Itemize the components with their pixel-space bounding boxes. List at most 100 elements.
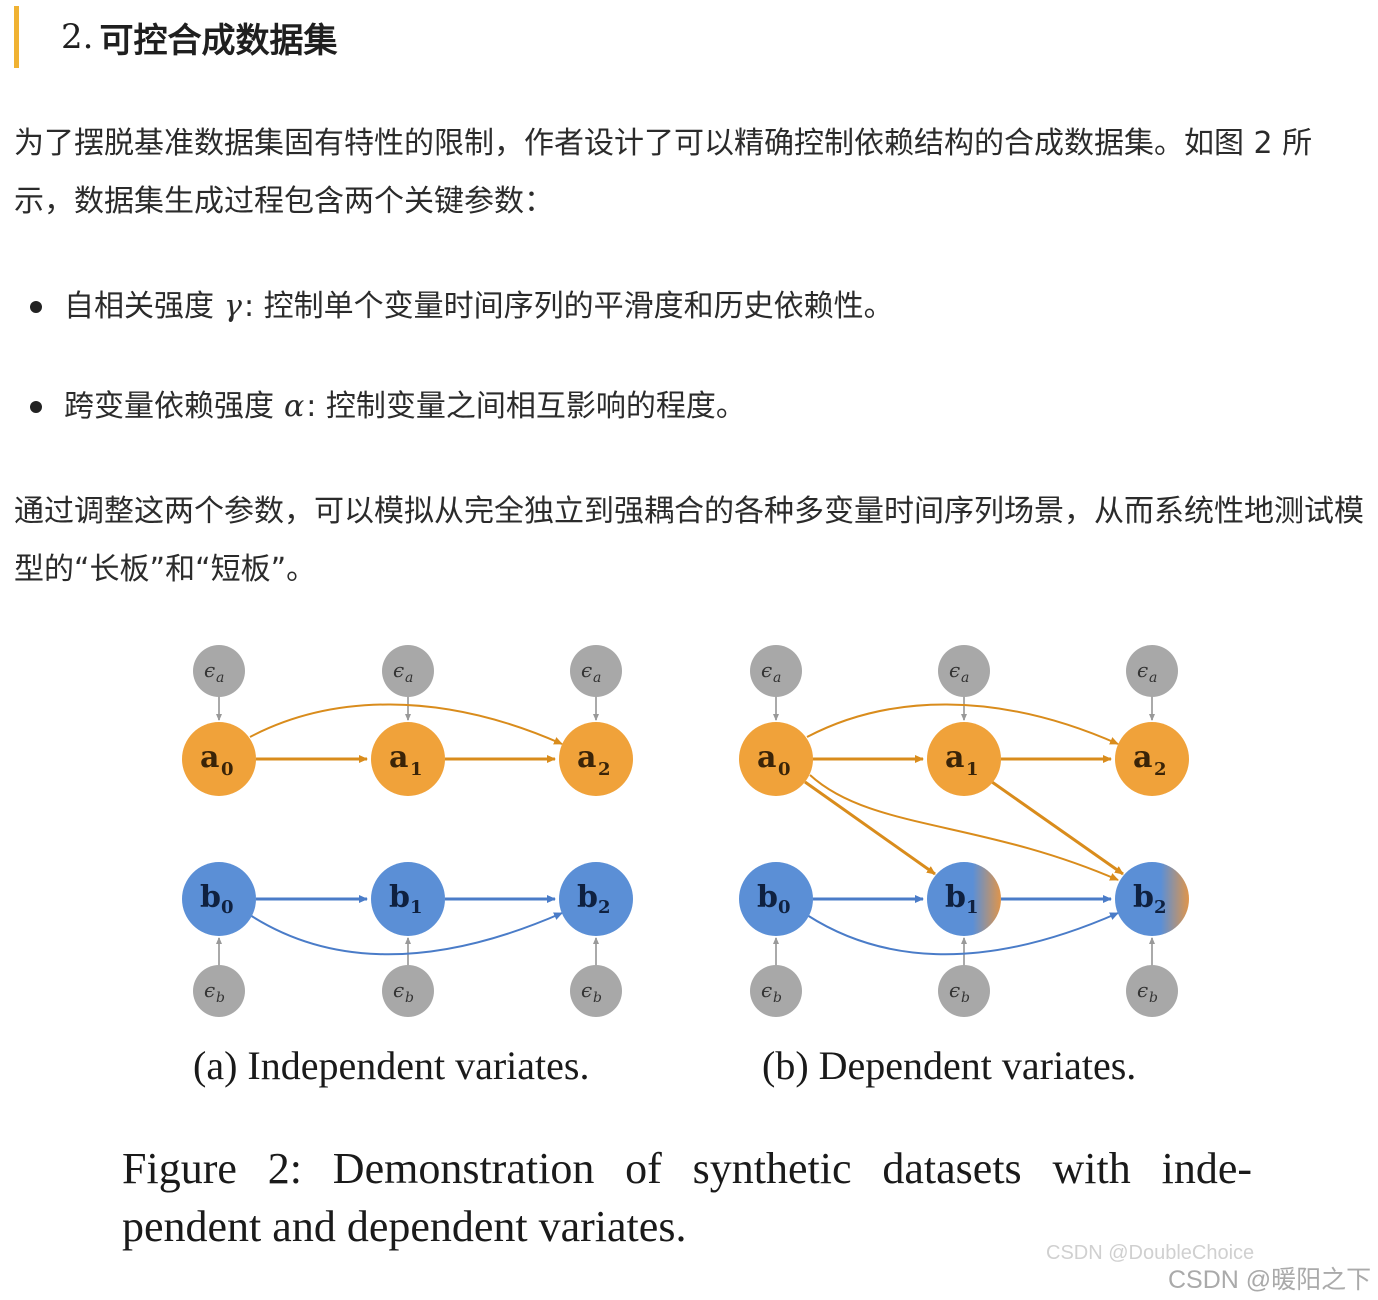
noise-node: ϵ b bbox=[382, 965, 434, 1017]
node-a2: a 2 bbox=[1115, 722, 1189, 796]
panel-b: ϵ a ϵ a ϵ a ϵ b ϵ b ϵ b a bbox=[739, 645, 1189, 1017]
subcaption-a: (a) Independent variates. bbox=[193, 1043, 590, 1088]
svg-text:a: a bbox=[773, 670, 781, 686]
node-b0: b 0 bbox=[739, 862, 813, 936]
svg-text:ϵ: ϵ bbox=[1137, 658, 1148, 682]
bullet-text: : 控制变量之间相互影响的程度。 bbox=[306, 389, 746, 424]
svg-text:ϵ: ϵ bbox=[393, 658, 404, 682]
svg-text:ϵ: ϵ bbox=[949, 978, 960, 1002]
svg-text:1: 1 bbox=[410, 897, 423, 918]
svg-text:b: b bbox=[961, 990, 970, 1006]
svg-text:0: 0 bbox=[778, 759, 791, 780]
svg-text:ϵ: ϵ bbox=[761, 658, 772, 682]
node-b1: b 1 bbox=[371, 862, 445, 936]
noise-node: ϵ a bbox=[193, 645, 245, 697]
noise-node: ϵ b bbox=[1126, 965, 1178, 1017]
node-a2: a 2 bbox=[559, 722, 633, 796]
svg-text:ϵ: ϵ bbox=[581, 978, 592, 1002]
svg-text:b: b bbox=[593, 990, 602, 1006]
panel-a: ϵ a ϵ a ϵ a ϵ b ϵ b ϵ b bbox=[182, 645, 633, 1017]
svg-text:b: b bbox=[389, 880, 410, 915]
svg-text:a: a bbox=[1149, 670, 1157, 686]
bullet-prefix: 跨变量依赖强度 bbox=[64, 389, 274, 424]
noise-node: ϵ b bbox=[750, 965, 802, 1017]
edge-a0-a2 bbox=[806, 703, 1119, 745]
svg-text:b: b bbox=[1133, 880, 1154, 915]
svg-text:b: b bbox=[773, 990, 782, 1006]
svg-text:a: a bbox=[961, 670, 969, 686]
edge-b0-b2 bbox=[806, 912, 1119, 956]
node-a0: a 0 bbox=[182, 722, 256, 796]
svg-text:ϵ: ϵ bbox=[949, 658, 960, 682]
noise-node: ϵ a bbox=[1126, 645, 1178, 697]
svg-text:a: a bbox=[757, 740, 776, 775]
noise-node: ϵ b bbox=[938, 965, 990, 1017]
svg-text:ϵ: ϵ bbox=[393, 978, 404, 1002]
figure-watermark: CSDN @DoubleChoice bbox=[1046, 1242, 1255, 1264]
edge-a1-b2 bbox=[991, 780, 1124, 876]
svg-text:2: 2 bbox=[1154, 759, 1167, 780]
outro-paragraph: 通过调整这两个参数，可以模拟从完全独立到强耦合的各种多变量时间序列场景，从而系统… bbox=[14, 494, 1364, 587]
noise-node: ϵ a bbox=[382, 645, 434, 697]
svg-text:b: b bbox=[216, 990, 225, 1006]
noise-node: ϵ b bbox=[193, 965, 245, 1017]
svg-text:1: 1 bbox=[966, 759, 979, 780]
section-heading: 2. 可控合成数据集 bbox=[14, 6, 914, 68]
edge-a0-b1 bbox=[804, 780, 936, 876]
node-a0: a 0 bbox=[739, 722, 813, 796]
svg-text:b: b bbox=[200, 880, 221, 915]
svg-text:b: b bbox=[577, 880, 598, 915]
svg-text:a: a bbox=[577, 740, 596, 775]
section-number: 2. bbox=[61, 17, 94, 57]
svg-text:b: b bbox=[757, 880, 778, 915]
bullet-symbol: γ bbox=[224, 289, 242, 324]
bullet-text: : 控制单个变量时间序列的平滑度和历史依赖性。 bbox=[243, 289, 894, 324]
svg-text:b: b bbox=[945, 880, 966, 915]
intro-paragraph: 为了摆脱基准数据集固有特性的限制，作者设计了可以精确控制依赖结构的合成数据集。如… bbox=[14, 126, 1313, 219]
bullet-icon bbox=[30, 401, 42, 413]
noise-node: ϵ a bbox=[938, 645, 990, 697]
svg-text:ϵ: ϵ bbox=[761, 978, 772, 1002]
figure-caption: Figure 2: Demonstration of synthetic dat… bbox=[122, 1144, 1252, 1251]
svg-text:ϵ: ϵ bbox=[204, 978, 215, 1002]
svg-text:a: a bbox=[200, 740, 219, 775]
page-watermark: CSDN @暖阳之下 bbox=[1168, 1266, 1372, 1294]
edge-b0-b2 bbox=[249, 912, 563, 956]
edge-a0-b2 bbox=[809, 774, 1119, 881]
noise-node: ϵ a bbox=[750, 645, 802, 697]
svg-text:2: 2 bbox=[1154, 897, 1167, 918]
node-b0: b 0 bbox=[182, 862, 256, 936]
svg-text:a: a bbox=[405, 670, 413, 686]
node-b1: b 1 bbox=[927, 862, 1001, 936]
section-title: 可控合成数据集 bbox=[99, 20, 338, 61]
bullet-prefix: 自相关强度 bbox=[64, 289, 214, 324]
edge-a0-a2 bbox=[249, 703, 563, 745]
svg-text:1: 1 bbox=[410, 759, 423, 780]
node-a1: a 1 bbox=[927, 722, 1001, 796]
svg-text:0: 0 bbox=[221, 759, 234, 780]
svg-text:ϵ: ϵ bbox=[1137, 978, 1148, 1002]
parameter-list: 自相关强度 γ : 控制单个变量时间序列的平滑度和历史依赖性。 跨变量依赖强度 … bbox=[30, 275, 894, 475]
svg-text:2: 2 bbox=[598, 759, 611, 780]
bullet-icon bbox=[30, 301, 42, 313]
node-b2: b 2 bbox=[559, 862, 633, 936]
node-b2: b 2 bbox=[1115, 862, 1189, 936]
svg-text:ϵ: ϵ bbox=[581, 658, 592, 682]
bullet-symbol: α bbox=[284, 389, 305, 424]
list-item: 自相关强度 γ : 控制单个变量时间序列的平滑度和历史依赖性。 bbox=[30, 275, 894, 339]
svg-text:b: b bbox=[1149, 990, 1158, 1006]
svg-text:a: a bbox=[593, 670, 601, 686]
list-item: 跨变量依赖强度 α : 控制变量之间相互影响的程度。 bbox=[30, 375, 894, 439]
noise-node: ϵ b bbox=[570, 965, 622, 1017]
svg-text:0: 0 bbox=[778, 897, 791, 918]
svg-text:b: b bbox=[405, 990, 414, 1006]
noise-node: ϵ a bbox=[570, 645, 622, 697]
node-a1: a 1 bbox=[371, 722, 445, 796]
svg-text:a: a bbox=[216, 670, 224, 686]
svg-text:a: a bbox=[1133, 740, 1152, 775]
svg-text:a: a bbox=[389, 740, 408, 775]
svg-text:2: 2 bbox=[598, 897, 611, 918]
svg-text:ϵ: ϵ bbox=[204, 658, 215, 682]
svg-text:0: 0 bbox=[221, 897, 234, 918]
